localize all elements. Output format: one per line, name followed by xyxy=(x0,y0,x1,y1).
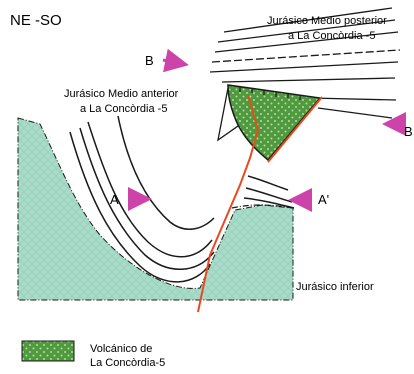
upper-unit-label-line2: a La Concòrdia -5 xyxy=(288,30,375,42)
marker-b-right: B xyxy=(404,124,413,139)
bed-line xyxy=(209,61,399,73)
base-unit-label: Jurásico inferior xyxy=(296,281,374,293)
bed-line xyxy=(223,7,393,33)
legend-label-line2: La Concòrdia-5 xyxy=(90,357,165,369)
bed-line xyxy=(69,131,211,283)
bed-line xyxy=(247,175,289,191)
fault-lines xyxy=(197,94,323,313)
bed-line xyxy=(317,107,393,119)
younger-middle-jurassic-beds xyxy=(209,7,401,119)
legend-label-line1: Volcánico de xyxy=(90,343,152,355)
upper-unit-label-line1: Jurásico Medio posterior xyxy=(267,15,387,27)
bed-line xyxy=(309,97,397,101)
volcanic-wedge xyxy=(217,87,239,142)
bed-line xyxy=(221,77,396,83)
older-middle-jurassic-beds xyxy=(69,115,295,283)
bed-line xyxy=(117,115,215,230)
bed-line xyxy=(214,31,399,53)
bed-line xyxy=(217,19,396,43)
bed-line xyxy=(79,127,215,270)
bed-line xyxy=(87,121,213,258)
volcanic-top-ticks xyxy=(239,87,301,100)
marker-b-left: B xyxy=(145,53,154,68)
lower-jurassic-unit xyxy=(17,117,294,301)
lower-unit-label-line1: Jurásico Medio anterior xyxy=(64,88,179,100)
legend-swatch xyxy=(21,340,75,362)
secondary-fault xyxy=(267,96,323,163)
marker-a-right: A' xyxy=(318,192,329,207)
arrow-b-left xyxy=(162,48,189,73)
volcanic-body xyxy=(227,84,322,162)
orientation-label: NE -SO xyxy=(10,12,62,29)
bed-line xyxy=(211,49,401,63)
marker-a-left: A xyxy=(110,192,119,207)
legend: Volcánico de La Concòrdia-5 xyxy=(21,340,165,369)
lower-unit-label-line2: a La Concòrdia -5 xyxy=(80,103,167,115)
main-fault xyxy=(197,94,260,313)
